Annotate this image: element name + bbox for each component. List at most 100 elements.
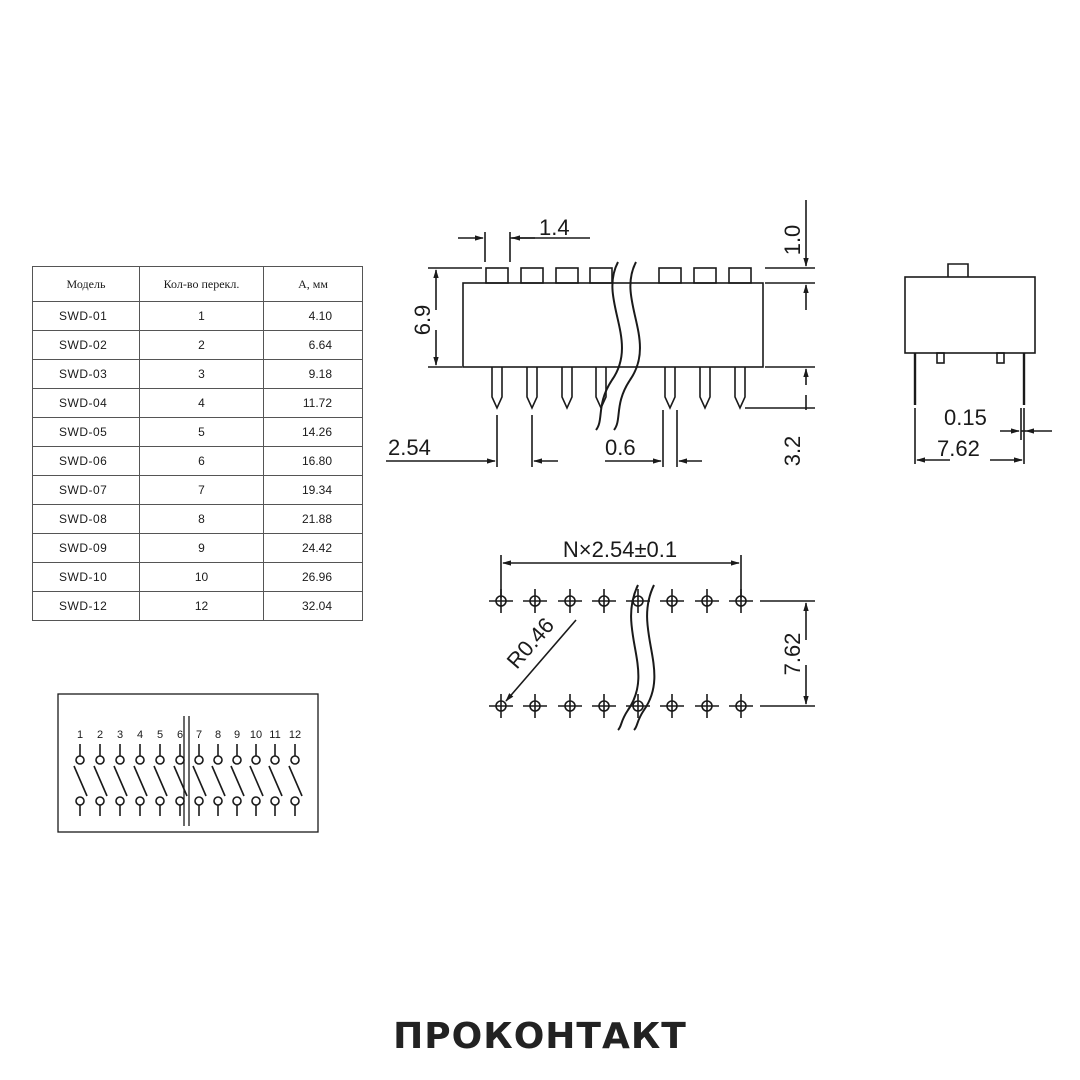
switch-lever: [230, 765, 245, 797]
switch-contact: [95, 796, 105, 806]
cell-model: SWD-06: [32, 446, 140, 476]
label-7-62-side: 7.62: [937, 436, 980, 461]
side-body: [904, 276, 1036, 354]
cell-model: SWD-04: [32, 388, 140, 418]
cell-model: SWD-10: [32, 562, 140, 592]
cell-model: SWD-01: [32, 301, 140, 331]
switch-contact: [232, 755, 242, 765]
switch-lever: [153, 765, 168, 797]
label-0-15: 0.15: [944, 405, 987, 430]
pin: [734, 367, 746, 410]
pin: [595, 367, 607, 410]
dim-0-6: [605, 410, 702, 467]
header-model: Модель: [32, 266, 140, 302]
cell-a: 24.42: [263, 533, 363, 563]
switch-number: 8: [215, 729, 221, 741]
dim-6-9: [428, 267, 482, 368]
side-view: [904, 263, 1052, 464]
schematic: [57, 693, 319, 833]
switch-contact: [75, 755, 85, 765]
switch-contact: [95, 755, 105, 765]
switch-contact: [290, 796, 300, 806]
actuator: [589, 267, 613, 284]
switch-contact: [135, 796, 145, 806]
switch-contact: [270, 755, 280, 765]
actuator: [520, 267, 544, 284]
cell-model: SWD-02: [32, 330, 140, 360]
pin: [491, 367, 503, 410]
side-standoff: [996, 352, 1005, 364]
side-actuator: [947, 263, 969, 277]
dim-1-4: [458, 232, 590, 262]
switch-lever: [133, 765, 148, 797]
actuator-row: [485, 267, 752, 284]
switch-contact: [155, 796, 165, 806]
cell-model: SWD-08: [32, 504, 140, 534]
cell-a: 16.80: [263, 446, 363, 476]
label-0-6: 0.6: [605, 435, 636, 460]
label-1-0: 1.0: [780, 225, 805, 256]
switch-number: 11: [269, 729, 280, 741]
cell-a: 6.64: [263, 330, 363, 360]
front-view: [462, 261, 764, 431]
switch-contact: [194, 796, 204, 806]
actuator: [693, 267, 717, 284]
switch-number: 2: [97, 729, 103, 741]
schematic-frame: [57, 693, 319, 833]
pin: [526, 367, 538, 410]
switch-contact: [155, 755, 165, 765]
label-footprint-pitch: N×2.54±0.1: [563, 537, 677, 562]
pin: [699, 367, 711, 410]
side-standoff: [936, 352, 945, 364]
break-line: [617, 584, 640, 731]
switch-lever: [288, 765, 303, 797]
pin-row: [491, 367, 746, 410]
label-1-4: 1.4: [539, 215, 570, 240]
switch-contact: [175, 755, 185, 765]
hole-rows: [489, 589, 753, 718]
actuator: [485, 267, 509, 284]
cell-a: 9.18: [263, 359, 363, 389]
cell-a: 26.96: [263, 562, 363, 592]
cell-count: 2: [139, 330, 264, 360]
switch-number: 5: [157, 729, 163, 741]
switch-lever: [73, 765, 88, 797]
switch-contact: [75, 796, 85, 806]
switch-contact: [135, 755, 145, 765]
cell-model: SWD-09: [32, 533, 140, 563]
switch-lever: [249, 765, 264, 797]
dim-1-0: [765, 200, 815, 310]
switch-contact: [213, 796, 223, 806]
switch-contact: [175, 796, 185, 806]
switch-lever: [113, 765, 128, 797]
footprint-view: [489, 555, 815, 731]
switch-contact: [115, 755, 125, 765]
dim-3-2: [745, 366, 815, 410]
actuator: [728, 267, 752, 284]
switch-number: 12: [289, 729, 301, 741]
switch-contact: [251, 755, 261, 765]
switch-lever: [173, 765, 188, 797]
switch-number: 9: [234, 729, 240, 741]
switch-number: 6: [177, 729, 183, 741]
label-3-2: 3.2: [780, 436, 805, 467]
cell-count: 10: [139, 562, 264, 592]
label-hole-radius: R0.46: [502, 613, 559, 674]
header-switch-count: Кол-во перекл.: [139, 266, 264, 302]
switch-lever: [192, 765, 207, 797]
switch-lever: [268, 765, 283, 797]
switch-contact: [115, 796, 125, 806]
cell-a: 19.34: [263, 475, 363, 505]
cell-a: 11.72: [263, 388, 363, 418]
